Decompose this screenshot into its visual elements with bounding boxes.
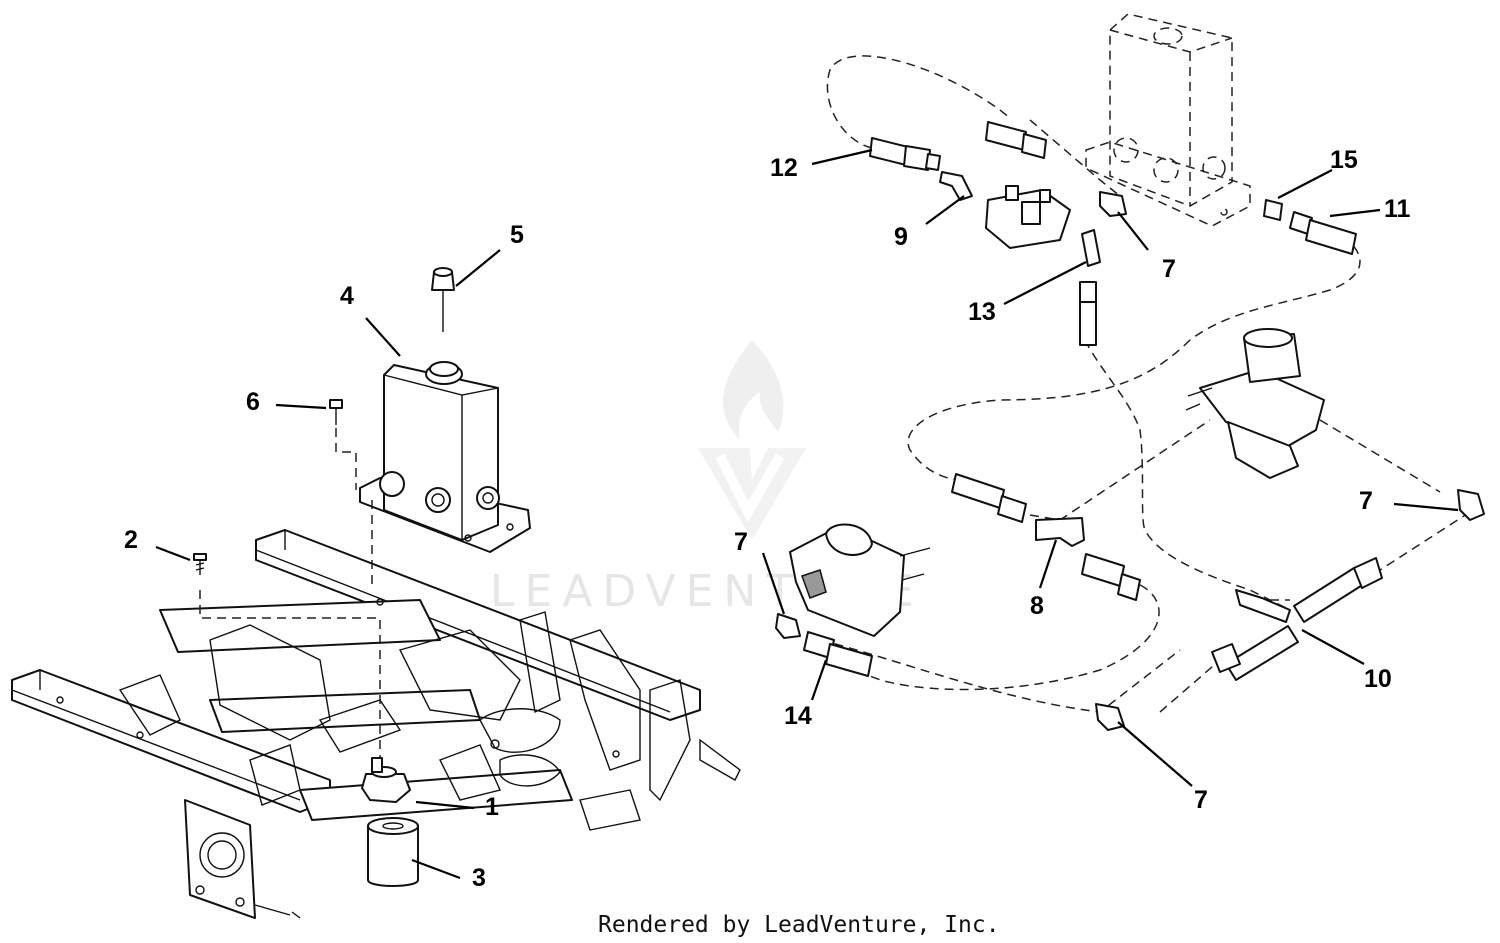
bolt-6: [329, 399, 357, 490]
chassis-frame: [11, 529, 741, 919]
callout-11: 11: [1384, 195, 1411, 223]
callout-15: 15: [1330, 146, 1358, 174]
control-valve: [1185, 328, 1325, 479]
screw-2: [193, 553, 381, 760]
filter-head-upper: [985, 185, 1071, 249]
dipstick-cap: [431, 267, 455, 332]
footer-credit: Rendered by LeadVenture, Inc.: [598, 912, 1000, 938]
callout-9: 9: [894, 223, 908, 251]
callout-3: 3: [472, 864, 486, 892]
upper-reservoir-phantom: [1085, 13, 1251, 227]
callout-7d: 7: [1194, 786, 1208, 814]
callout-7a: 7: [1162, 255, 1176, 283]
callout-7c: 7: [734, 528, 748, 556]
callout-2: 2: [124, 526, 138, 554]
callout-12: 12: [770, 154, 798, 182]
callout-5: 5: [510, 221, 524, 249]
callout-7b: 7: [1359, 487, 1373, 515]
callout-8: 8: [1030, 592, 1044, 620]
hose-ends: [775, 121, 1485, 731]
leader-lines: [155, 148, 1459, 880]
oil-filter: [367, 817, 419, 887]
callout-13: 13: [968, 298, 996, 326]
callout-6: 6: [246, 388, 260, 416]
watermark-logo: [698, 340, 806, 540]
callout-1: 1: [485, 793, 499, 821]
hydrostatic-pump: [789, 523, 931, 637]
hydraulic-reservoir: [359, 361, 531, 553]
filter-head: [361, 757, 411, 803]
callout-10: 10: [1364, 665, 1392, 693]
callouts: 1 2 3 4 5 6 7 7 7 7 8 9 10 11 12 13 14 1…: [124, 146, 1411, 892]
callout-14: 14: [784, 702, 812, 730]
callout-4: 4: [340, 282, 354, 310]
